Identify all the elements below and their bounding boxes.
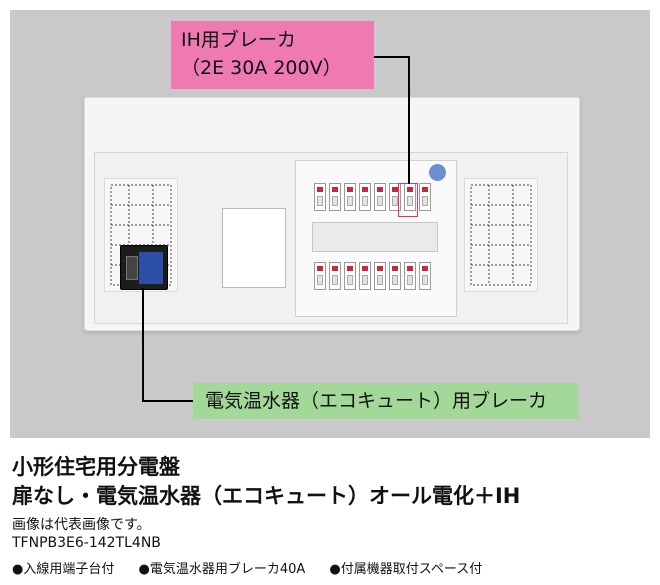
main-breaker-label <box>222 208 286 288</box>
ecocute-callout: 電気温水器（エコキュート）用ブレーカ <box>193 383 578 419</box>
branch-breaker <box>359 262 371 290</box>
product-title-line1: 小形住宅用分電盤 <box>12 455 180 479</box>
brand-logo-icon <box>429 164 446 181</box>
branch-breaker <box>419 262 431 290</box>
branch-breaker <box>404 262 416 290</box>
feature-item: ●付属機器取付スペース付 <box>329 562 483 577</box>
branch-breaker <box>344 262 356 290</box>
branch-breaker <box>329 262 341 290</box>
branch-breaker <box>314 262 326 290</box>
ecocute-breaker <box>120 245 168 290</box>
ih-callout-line1: IH用ブレーカ <box>181 29 296 51</box>
ih-callout-line2: （2E 30A 200V） <box>181 57 342 79</box>
branch-breaker <box>344 183 356 211</box>
eco-leader-h <box>142 400 193 402</box>
feature-item: ●入線用端子台付 <box>12 562 115 577</box>
eco-leader-v <box>142 288 144 402</box>
bottom-breaker-row <box>314 262 431 290</box>
top-breaker-row <box>314 183 431 211</box>
branch-breaker <box>389 262 401 290</box>
branch-breaker <box>359 183 371 211</box>
product-title-line2: 扉なし・電気温水器（エコキュート）オール電化＋IH <box>12 484 521 508</box>
image-note: 画像は代表画像です。 <box>12 517 151 533</box>
branch-breaker <box>374 262 386 290</box>
branch-breaker <box>329 183 341 211</box>
ih-breaker-highlight <box>398 183 418 217</box>
ih-leader-v <box>408 56 410 184</box>
ih-breaker-callout: IH用ブレーカ （2E 30A 200V） <box>171 21 374 89</box>
feature-list: ●入線用端子台付 ●電気温水器用ブレーカ40A ●付属機器取付スペース付 <box>12 558 502 577</box>
right-knockout-grid <box>464 178 538 292</box>
branch-breaker <box>314 183 326 211</box>
feature-item: ●電気温水器用ブレーカ40A <box>138 562 306 577</box>
branch-breaker <box>374 183 386 211</box>
model-number: TFNPB3E6-142TL4NB <box>12 535 161 551</box>
terminal-block <box>312 222 438 252</box>
ih-breaker <box>419 183 431 211</box>
ih-leader-h <box>374 56 410 58</box>
